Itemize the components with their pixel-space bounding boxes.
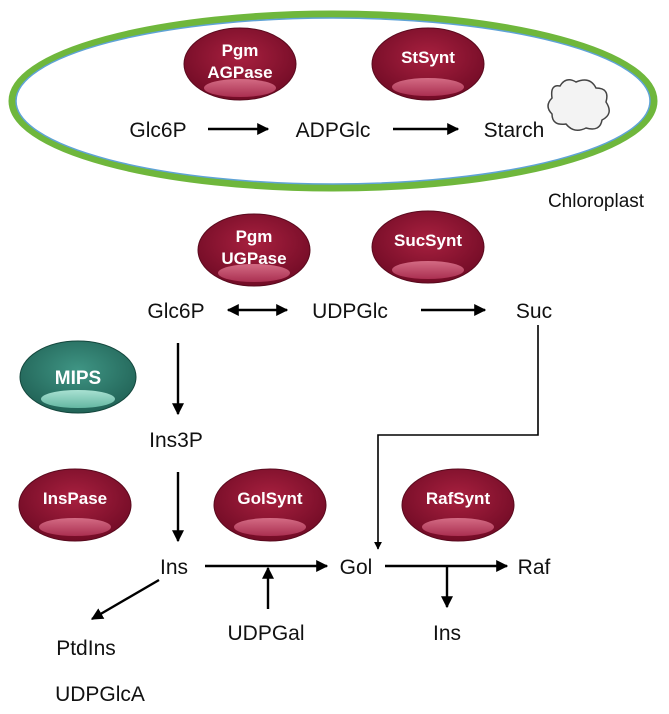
enzyme-pgm-ugpase: Pgm UGPase bbox=[197, 213, 311, 287]
enzyme-label: StSynt bbox=[401, 48, 455, 67]
enzyme-mips: MIPS bbox=[19, 340, 137, 414]
metabolite-ptdins: PtdIns bbox=[56, 637, 116, 660]
arrow-suc-gol bbox=[374, 325, 539, 550]
enzyme-stsynt: StSynt bbox=[371, 27, 485, 101]
chloroplast-label: Chloroplast bbox=[548, 191, 645, 212]
metabolite-ins-product: Ins bbox=[433, 622, 461, 645]
enzyme-label: SucSynt bbox=[394, 231, 462, 250]
enzyme-pgm-agpase: Pgm AGPase bbox=[183, 27, 297, 101]
enzyme-golsynt: GolSynt bbox=[213, 468, 327, 542]
enzyme-label: InsPase bbox=[43, 489, 107, 508]
metabolite-starch: Starch bbox=[484, 119, 545, 142]
enzyme-label: GolSynt bbox=[237, 489, 303, 508]
metabolite-ins: Ins bbox=[160, 556, 188, 579]
metabolite-ins3p: Ins3P bbox=[149, 429, 203, 452]
enzyme-label: AGPase bbox=[207, 63, 272, 82]
metabolite-adpglc: ADPGlc bbox=[296, 119, 371, 142]
cloud-icon bbox=[547, 79, 610, 131]
enzyme-label: UGPase bbox=[221, 249, 286, 268]
chloroplast-compartment bbox=[8, 10, 658, 192]
metabolite-gol: Gol bbox=[340, 556, 373, 579]
enzyme-label: MIPS bbox=[55, 368, 101, 389]
metabolite-glc6p: Glc6P bbox=[147, 300, 204, 323]
metabolite-udpgal: UDPGal bbox=[227, 622, 304, 645]
reaction-arrows bbox=[90, 123, 539, 621]
enzyme-sucsynt: SucSynt bbox=[371, 210, 485, 284]
enzyme-inspase: InsPase bbox=[18, 468, 132, 542]
arrow-ins-ptdins bbox=[90, 578, 160, 621]
metabolite-udpglca: UDPGlcA bbox=[55, 683, 145, 706]
enzyme-label: RafSynt bbox=[426, 489, 491, 508]
metabolite-suc: Suc bbox=[516, 300, 552, 323]
enzyme-rafsynt: RafSynt bbox=[401, 468, 515, 542]
metabolite-glc6p-chloroplast: Glc6P bbox=[129, 119, 186, 142]
enzyme-label: Pgm bbox=[236, 227, 273, 246]
enzyme-label: Pgm bbox=[222, 41, 259, 60]
metabolite-udpglc: UDPGlc bbox=[312, 300, 388, 323]
metabolite-raf: Raf bbox=[518, 556, 551, 579]
